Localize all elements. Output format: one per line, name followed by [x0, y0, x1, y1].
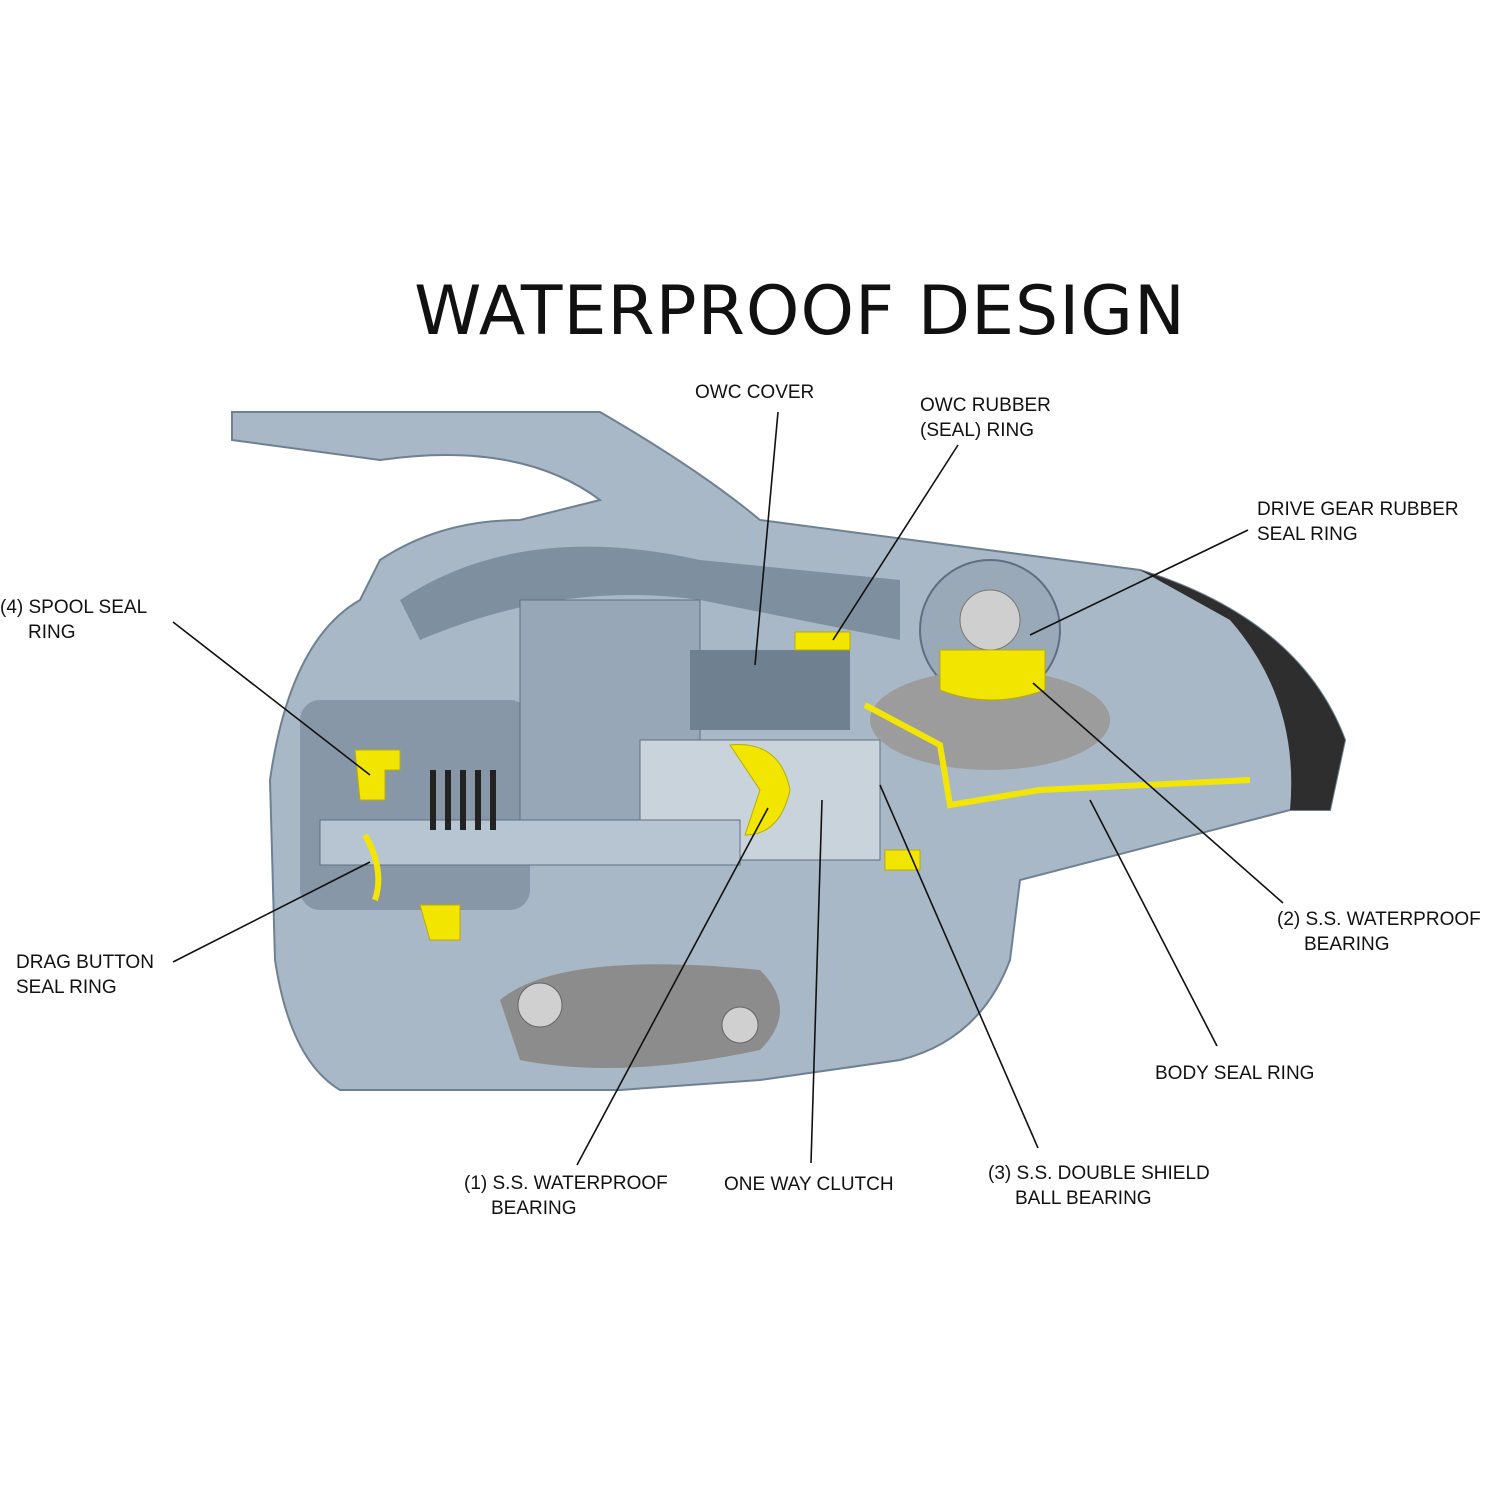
- label-line: BEARING: [491, 1198, 577, 1219]
- label-body-seal: BODY SEAL RING: [1155, 1061, 1314, 1086]
- leader-drag-button-seal: [172, 861, 371, 963]
- label-line: (4) SPOOL SEAL: [0, 597, 148, 618]
- leader-body-seal: [1089, 799, 1218, 1047]
- label-drive-gear-seal: DRIVE GEAR RUBBER SEAL RING: [1257, 497, 1459, 547]
- leader-owc-rubber-ring: [832, 444, 959, 641]
- leader-bearing-3: [879, 784, 1039, 1149]
- leader-drive-gear-seal: [1029, 529, 1249, 636]
- label-owc-rubber-ring: OWC RUBBER (SEAL) RING: [920, 393, 1051, 443]
- leader-one-way-clutch: [810, 799, 823, 1164]
- label-bearing-1: (1) S.S. WATERPROOF BEARING: [464, 1171, 668, 1221]
- label-line: OWC COVER: [695, 382, 815, 403]
- reel-body: [231, 411, 1347, 1091]
- label-drag-button-seal: DRAG BUTTON SEAL RING: [16, 950, 154, 1000]
- label-line: BODY SEAL RING: [1155, 1063, 1315, 1084]
- label-line: (SEAL) RING: [920, 420, 1035, 441]
- label-line: SEAL RING: [1257, 524, 1358, 545]
- leader-spool-seal: [172, 621, 371, 776]
- label-line: (1) S.S. WATERPROOF: [464, 1173, 668, 1194]
- label-line: BALL BEARING: [1015, 1188, 1152, 1209]
- diagram-title: WATERPROOF DESIGN: [414, 272, 1186, 351]
- label-spool-seal: (4) SPOOL SEAL RING: [0, 595, 147, 645]
- label-bearing-2: (2) S.S. WATERPROOF BEARING: [1277, 907, 1481, 957]
- label-line: DRIVE GEAR RUBBER: [1257, 499, 1459, 520]
- leader-owc-cover: [754, 411, 779, 666]
- label-line: SEAL RING: [16, 977, 117, 998]
- label-line: BEARING: [1304, 934, 1390, 955]
- leader-bearing-2: [1032, 682, 1284, 904]
- label-line: ONE WAY CLUTCH: [724, 1174, 894, 1195]
- leader-lines: [172, 411, 1284, 1166]
- label-one-way-clutch: ONE WAY CLUTCH: [724, 1172, 894, 1197]
- label-line: (2) S.S. WATERPROOF: [1277, 909, 1481, 930]
- leader-bearing-1: [576, 807, 769, 1166]
- label-bearing-3: (3) S.S. DOUBLE SHIELD BALL BEARING: [988, 1161, 1210, 1211]
- label-owc-cover: OWC COVER: [695, 380, 814, 405]
- seal-parts: [354, 631, 1251, 941]
- label-line: OWC RUBBER: [920, 395, 1051, 416]
- label-line: RING: [28, 622, 76, 643]
- label-line: (3) S.S. DOUBLE SHIELD: [988, 1163, 1210, 1184]
- label-line: DRAG BUTTON: [16, 952, 154, 973]
